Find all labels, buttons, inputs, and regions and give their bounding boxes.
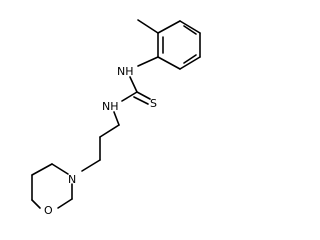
nh-c-bond	[129, 76, 138, 93]
chain-bond-3	[81, 159, 101, 172]
structure-canvas: NH NH S N O	[31, 19, 201, 217]
c-nh-bond	[121, 91, 138, 102]
thione-bond-2	[133, 96, 149, 105]
nitrogen-label: N	[68, 173, 76, 186]
oxygen-label: O	[44, 204, 53, 217]
nh-upper-label: NH	[117, 65, 134, 78]
molecule-structure: NH NH S N O	[31, 19, 201, 217]
sulfur-label: S	[150, 97, 157, 110]
aryl-nh-bond	[137, 56, 159, 67]
morpholine-ring	[31, 163, 73, 209]
nh-chain-bond	[113, 111, 120, 126]
thione-bond-1	[136, 91, 151, 100]
chain-bond-1	[99, 124, 120, 138]
methyl-bond	[137, 19, 159, 34]
benzene-ring	[157, 20, 201, 70]
nh-lower-label: NH	[102, 100, 119, 113]
